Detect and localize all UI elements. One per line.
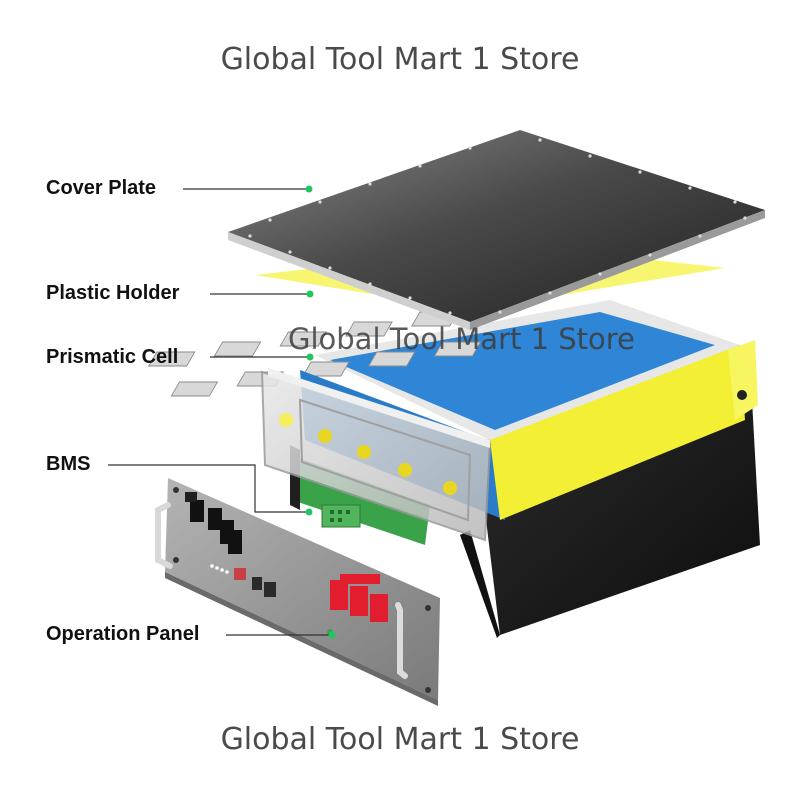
label-bms: BMS: [46, 453, 91, 475]
watermark-bottom: Global Tool Mart 1 Store: [220, 722, 580, 757]
callout-dot-operation-panel: [328, 631, 336, 639]
watermark-top: Global Tool Mart 1 Store: [220, 42, 580, 77]
label-operation-panel: Operation Panel: [46, 623, 200, 645]
callout-dot-plastic-holder: [306, 290, 314, 298]
watermark-middle: Global Tool Mart 1 Store: [288, 322, 635, 356]
callout-dot-cover-plate: [305, 185, 313, 193]
cover-plate: [228, 130, 765, 330]
operation-panel: [155, 478, 440, 706]
leader-lines: [108, 188, 330, 636]
prismatic-cell-block: [147, 300, 758, 520]
callout-dots: [305, 185, 336, 639]
label-cover-plate: Cover Plate: [46, 177, 157, 199]
callout-dot-prismatic-cell: [306, 353, 314, 361]
label-prismatic-cell: Prismatic Cell: [46, 346, 179, 368]
label-plastic-holder: Plastic Holder: [46, 282, 180, 304]
aluminum-end-frame: [260, 368, 492, 542]
callout-dot-bms: [305, 508, 313, 516]
